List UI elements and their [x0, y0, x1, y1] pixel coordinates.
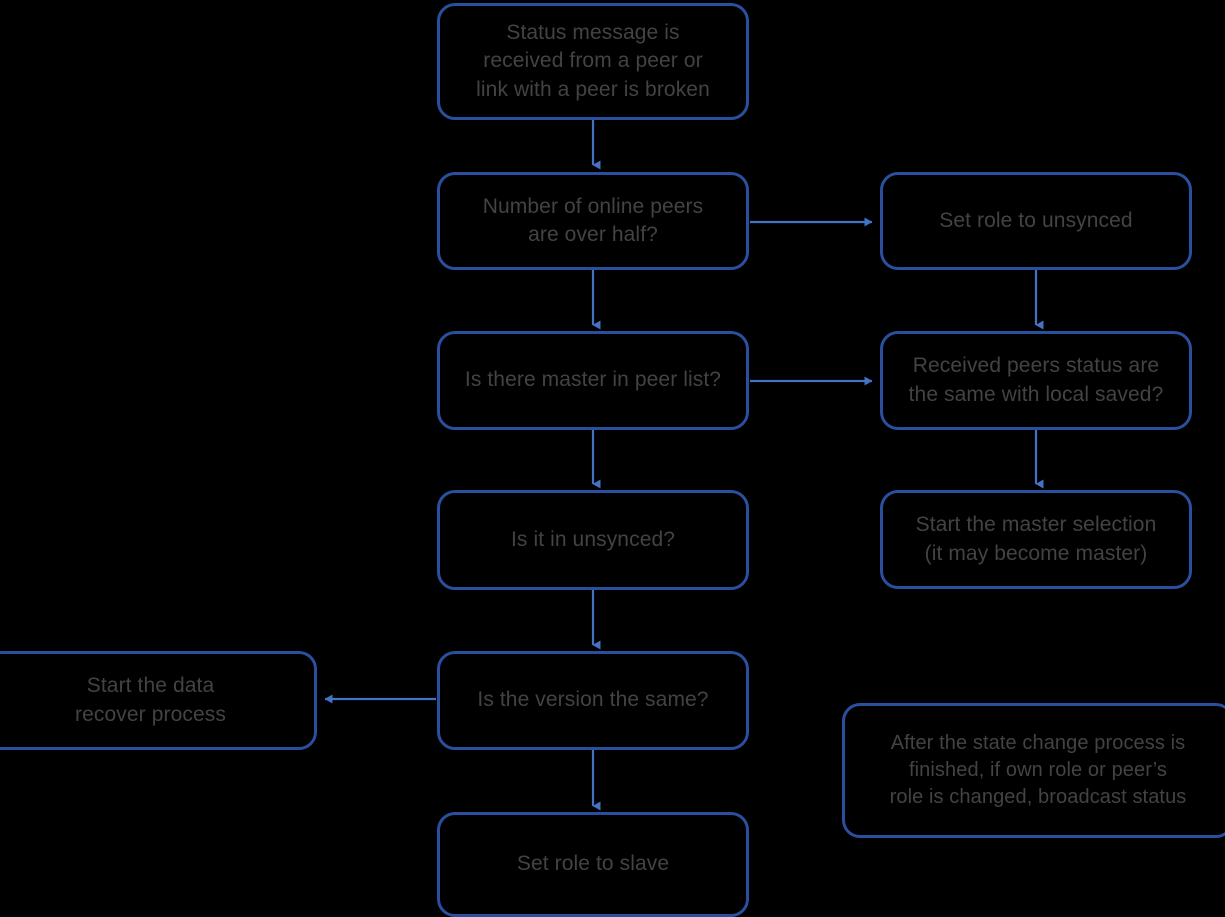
node-is-it-in-unsynced-label: Is it in unsynced?	[510, 527, 676, 551]
node-set-role-to-slave[interactable]: Set role to slave	[437, 812, 749, 917]
node-master-in-peer-list[interactable]: Is there master in peer list?	[437, 331, 749, 430]
node-master-in-peer-list-label: Is there master in peer list?	[464, 368, 722, 392]
node-status-message-label: Status message is received from a peer o…	[476, 20, 710, 101]
node-is-it-in-unsynced[interactable]: Is it in unsynced?	[437, 490, 749, 590]
note-broadcast-status-label: After the state change process is finish…	[889, 732, 1187, 808]
node-start-master-selection[interactable]: Start the master selection (it may becom…	[880, 490, 1192, 589]
node-set-role-to-slave-label: Set role to slave	[516, 852, 670, 876]
node-start-master-selection-label: Start the master selection (it may becom…	[915, 513, 1157, 565]
node-is-version-same[interactable]: Is the version the same?	[437, 651, 749, 750]
node-status-message[interactable]: Status message is received from a peer o…	[437, 3, 749, 120]
node-start-data-recover[interactable]: Start the data recover process	[0, 651, 317, 750]
node-is-version-same-label: Is the version the same?	[477, 688, 709, 712]
note-broadcast-status: After the state change process is finish…	[842, 703, 1225, 838]
node-start-data-recover-label: Start the data recover process	[75, 674, 226, 726]
node-online-peers-over-half-label: Number of online peers are over half?	[482, 194, 704, 246]
node-received-peers-status-same[interactable]: Received peers status are the same with …	[880, 331, 1192, 430]
node-online-peers-over-half[interactable]: Number of online peers are over half?	[437, 172, 749, 270]
node-set-role-to-unsynced-label: Set role to unsynced	[939, 208, 1133, 232]
node-set-role-to-unsynced[interactable]: Set role to unsynced	[880, 172, 1192, 270]
node-received-peers-status-same-label: Received peers status are the same with …	[908, 354, 1164, 406]
